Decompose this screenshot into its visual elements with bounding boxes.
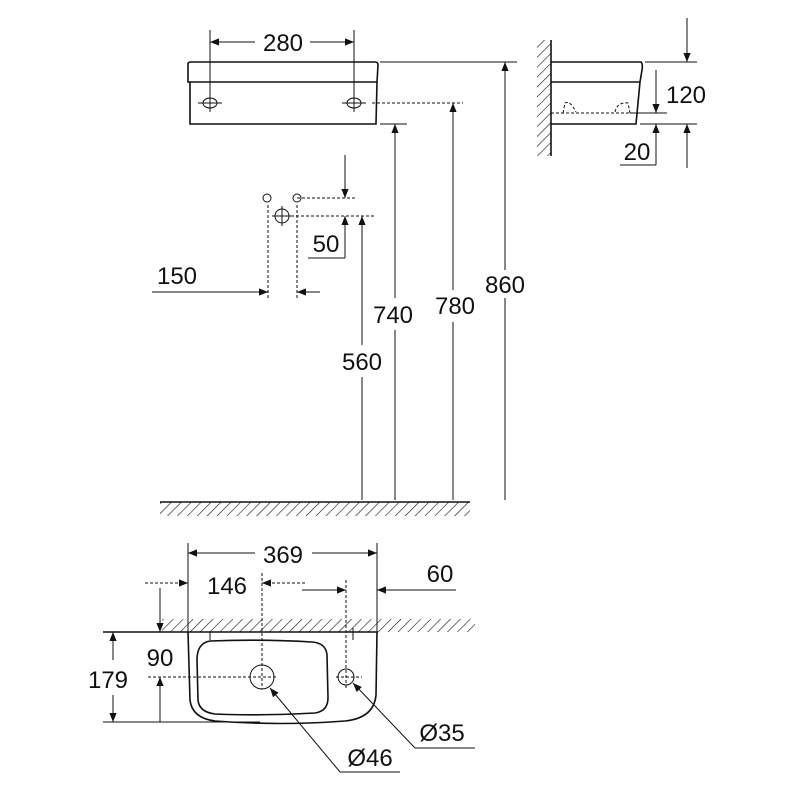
basin-outline — [187, 631, 378, 725]
dim-280: 280 — [263, 30, 303, 57]
dia-35: Ø35 — [419, 720, 464, 747]
dim-20: 20 — [624, 139, 651, 166]
dim-120: 120 — [666, 82, 706, 109]
dim-60: 60 — [427, 561, 454, 588]
top-view: 369 146 60 179 90 Ø46 Ø35 — [88, 542, 475, 773]
basin-rim — [187, 61, 379, 83]
front-view: 280 860 780 740 50 560 150 — [152, 30, 525, 516]
dim-150: 150 — [157, 263, 197, 290]
side-view: 120 20 — [537, 18, 706, 168]
basin-bowl — [196, 639, 329, 716]
dim-369: 369 — [263, 542, 303, 569]
supply-hole-right — [292, 193, 302, 203]
dim-179: 179 — [88, 667, 128, 694]
basin-profile — [551, 61, 644, 125]
dim-560: 560 — [342, 349, 382, 376]
dim-860: 860 — [485, 272, 525, 299]
basin-body — [189, 81, 378, 125]
dim-740: 740 — [373, 302, 413, 329]
dim-90: 90 — [147, 645, 174, 672]
supply-hole-left — [262, 193, 272, 203]
dim-780: 780 — [435, 293, 475, 320]
dim-146: 146 — [207, 573, 247, 600]
wall-hatch — [537, 40, 551, 156]
floor-hatch — [160, 502, 470, 516]
dim-50: 50 — [313, 231, 340, 258]
dia-46: Ø46 — [347, 745, 392, 772]
wall-hatch-top — [162, 619, 475, 632]
